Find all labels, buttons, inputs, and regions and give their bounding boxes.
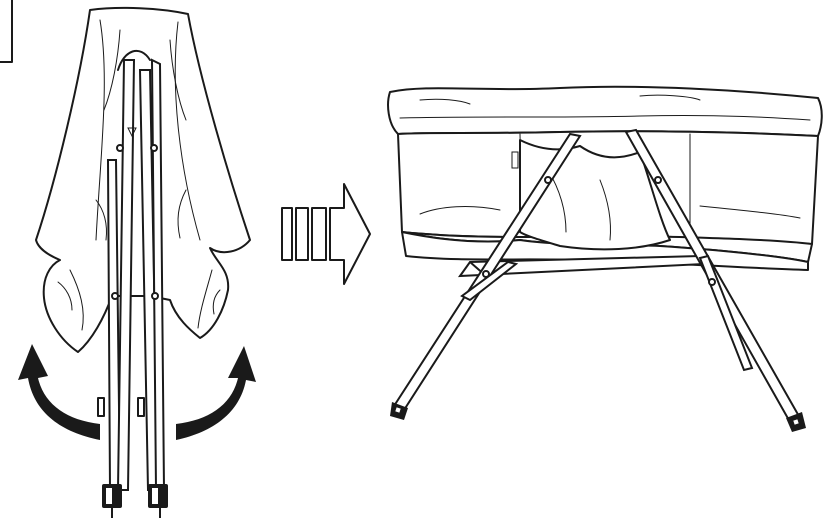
curved-arrow-left-icon [18, 344, 100, 440]
bassinet-rim [387, 85, 823, 137]
leg-back-left [460, 260, 519, 302]
folded-bassinet [35, 6, 251, 518]
leg-back-right [698, 254, 754, 372]
right-arrow-icon [281, 183, 371, 285]
curved-arrow-right-icon [176, 346, 256, 440]
step-box-corner [0, 0, 13, 63]
folded-tube-center [116, 59, 136, 491]
unfolded-bassinet [387, 85, 823, 432]
